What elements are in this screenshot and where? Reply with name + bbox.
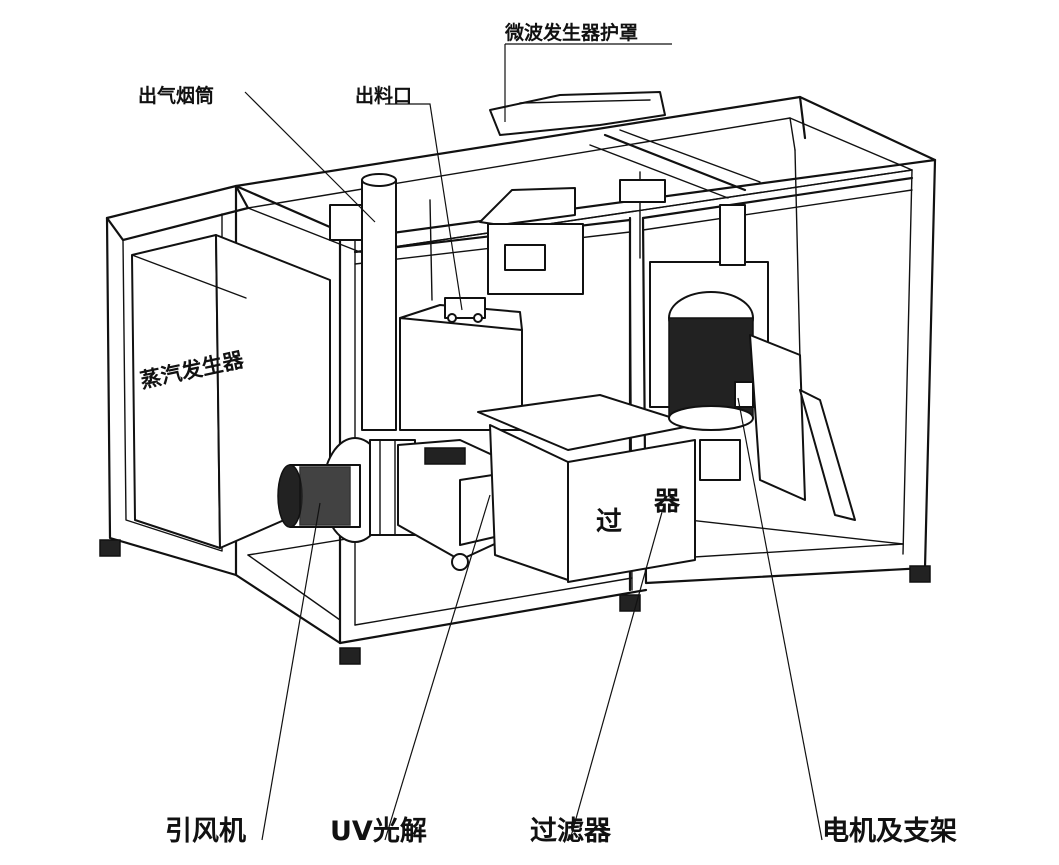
filter-text-1: 过 [596, 507, 622, 537]
leader-lines [244, 43, 823, 841]
leader-fan [261, 502, 321, 841]
labels: 出气烟筒 出料口 微波发生器护罩 引风机 UV光解 过滤器 电机及支架 [138, 21, 957, 847]
leader-motor [737, 397, 823, 841]
label-outlet: 出料口 [355, 84, 412, 107]
outlet-box [399, 297, 523, 431]
label-uv: UV光解 [330, 816, 427, 847]
foot-4 [909, 565, 931, 583]
leader-chimney [244, 91, 376, 223]
leader-outlet [385, 103, 463, 311]
label-microwave-cover: 微波发生器护罩 [504, 21, 638, 44]
induced-fan [277, 437, 416, 543]
label-chimney: 出气烟筒 [138, 84, 214, 107]
label-fan: 引风机 [165, 816, 246, 847]
label-filter: 过滤器 [530, 816, 612, 847]
label-motor: 电机及支架 [822, 816, 957, 847]
filter-text-2: 器 [653, 487, 681, 517]
motor-stand [649, 204, 856, 521]
foot-2 [339, 647, 361, 665]
filter-tank: 过 器 [477, 394, 696, 583]
microwave-cover [479, 91, 666, 295]
leader-uv [384, 494, 491, 841]
foot-1 [99, 539, 121, 557]
leader-filter [569, 504, 665, 841]
chimney [329, 173, 397, 431]
